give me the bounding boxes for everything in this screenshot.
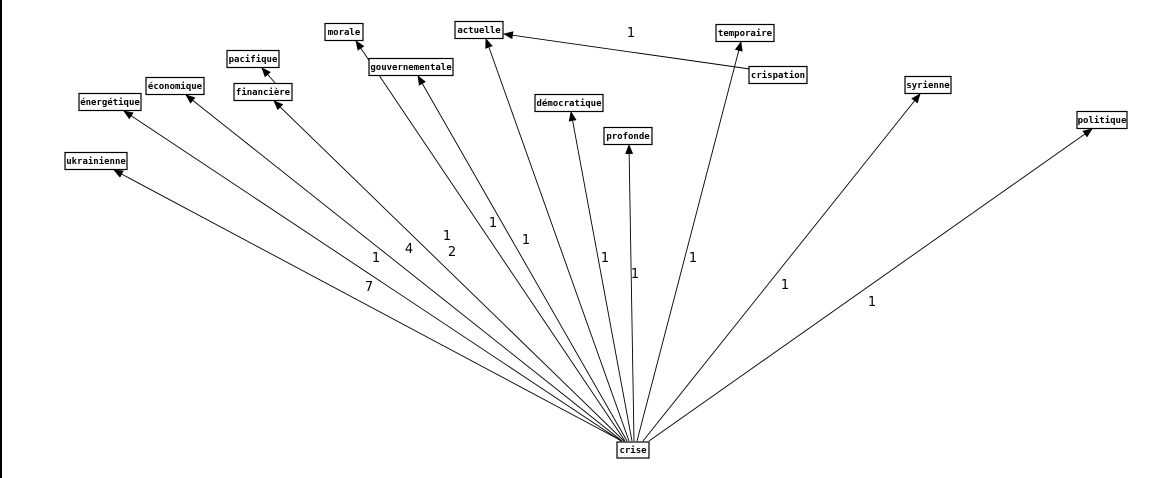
edge-weight-crise-financiere: 2 (448, 245, 456, 260)
nodes-layer: crise ukrainienne énergétique économique pac… (64, 20, 1128, 459)
node-label: démocratique (536, 98, 602, 109)
node-box (603, 126, 653, 146)
edge-crispation-actuelle (503, 31, 751, 70)
node-ukrainienne[interactable]: ukrainienne (64, 151, 128, 171)
edge-weight-crise-morale: 1 (443, 229, 451, 244)
edge-crise-temporaire (636, 41, 743, 442)
node-label: financière (236, 87, 291, 98)
node-label: crise (619, 445, 647, 456)
edge-weight-crise-syrienne: 1 (781, 278, 789, 293)
edges-layer (113, 31, 1093, 442)
node-morale[interactable]: morale (324, 22, 364, 42)
node-label: politique (1078, 115, 1127, 126)
edge-crise-financiere (273, 100, 625, 442)
node-box (324, 22, 364, 42)
node-crispation[interactable]: crispation (748, 65, 808, 85)
edge-crise-actuelle (485, 38, 630, 442)
node-politique[interactable]: politique (1076, 110, 1128, 130)
node-gouvernementale[interactable]: gouvernementale (368, 57, 454, 77)
edge-crise-morale (355, 40, 626, 442)
node-box (64, 151, 128, 171)
node-label: ukrainienne (66, 156, 126, 167)
node-label: économique (148, 81, 203, 92)
edge-crise-politique (648, 128, 1093, 442)
edge-crise-democratique (568, 111, 633, 442)
node-label: temporaire (718, 28, 773, 39)
edge-weight-crise-politique: 1 (868, 295, 876, 310)
node-box (748, 65, 808, 85)
node-box (715, 23, 775, 43)
edge-crise-syrienne (642, 93, 921, 442)
edge-crise-ukrainienne (113, 169, 621, 441)
node-box (616, 441, 650, 459)
edge-weight-crise-democratique: 1 (601, 251, 609, 266)
node-temporaire[interactable]: temporaire (715, 23, 775, 43)
node-crise[interactable]: crise (616, 441, 650, 459)
edge-financiere-pacifique (261, 67, 277, 85)
node-box (368, 57, 454, 77)
edge-crise-profonde (625, 144, 635, 442)
node-box (534, 93, 604, 113)
node-label: morale (328, 28, 361, 38)
node-label: syrienne (906, 80, 950, 91)
edge-weight-crise-temporaire: 1 (689, 251, 697, 266)
node-label: pacifique (229, 54, 278, 65)
node-box (1076, 110, 1128, 130)
node-syrienne[interactable]: syrienne (904, 75, 952, 95)
edge-weight-crispation-actuelle: 1 (627, 26, 635, 41)
edge-crise-economique (185, 94, 623, 442)
node-box (78, 92, 142, 112)
edge-weight-crise-energetique: 1 (372, 251, 380, 266)
node-label: crispation (751, 70, 805, 81)
node-actuelle[interactable]: actuelle (454, 20, 504, 40)
node-box (904, 75, 952, 95)
node-energetique[interactable]: énergétique (78, 92, 142, 112)
left-border (0, 0, 2, 478)
edge-weight-crise-economique: 4 (405, 242, 413, 257)
edge-weight-crise-profonde: 1 (631, 267, 639, 282)
node-financiere[interactable]: financière (233, 82, 293, 102)
edge-crise-energetique (123, 110, 622, 442)
edge-weight-crise-ukrainienne: 7 (365, 280, 373, 295)
node-label: actuelle (457, 26, 501, 36)
node-box (454, 20, 504, 40)
node-democratique[interactable]: démocratique (534, 93, 604, 113)
node-label: profonde (606, 132, 650, 142)
node-box (226, 49, 280, 69)
node-economique[interactable]: économique (145, 76, 205, 96)
node-label: énergétique (80, 97, 140, 108)
edge-weight-crise-actuelle: 1 (522, 233, 530, 248)
node-pacifique[interactable]: pacifique (226, 49, 280, 69)
edge-weight-crise-gouvernementale: 1 (489, 216, 497, 231)
node-box (145, 76, 205, 96)
edge-crise-gouvernementale (417, 75, 628, 442)
node-profonde[interactable]: profonde (603, 126, 653, 146)
node-label: gouvernementale (370, 63, 452, 73)
node-box (233, 82, 293, 102)
